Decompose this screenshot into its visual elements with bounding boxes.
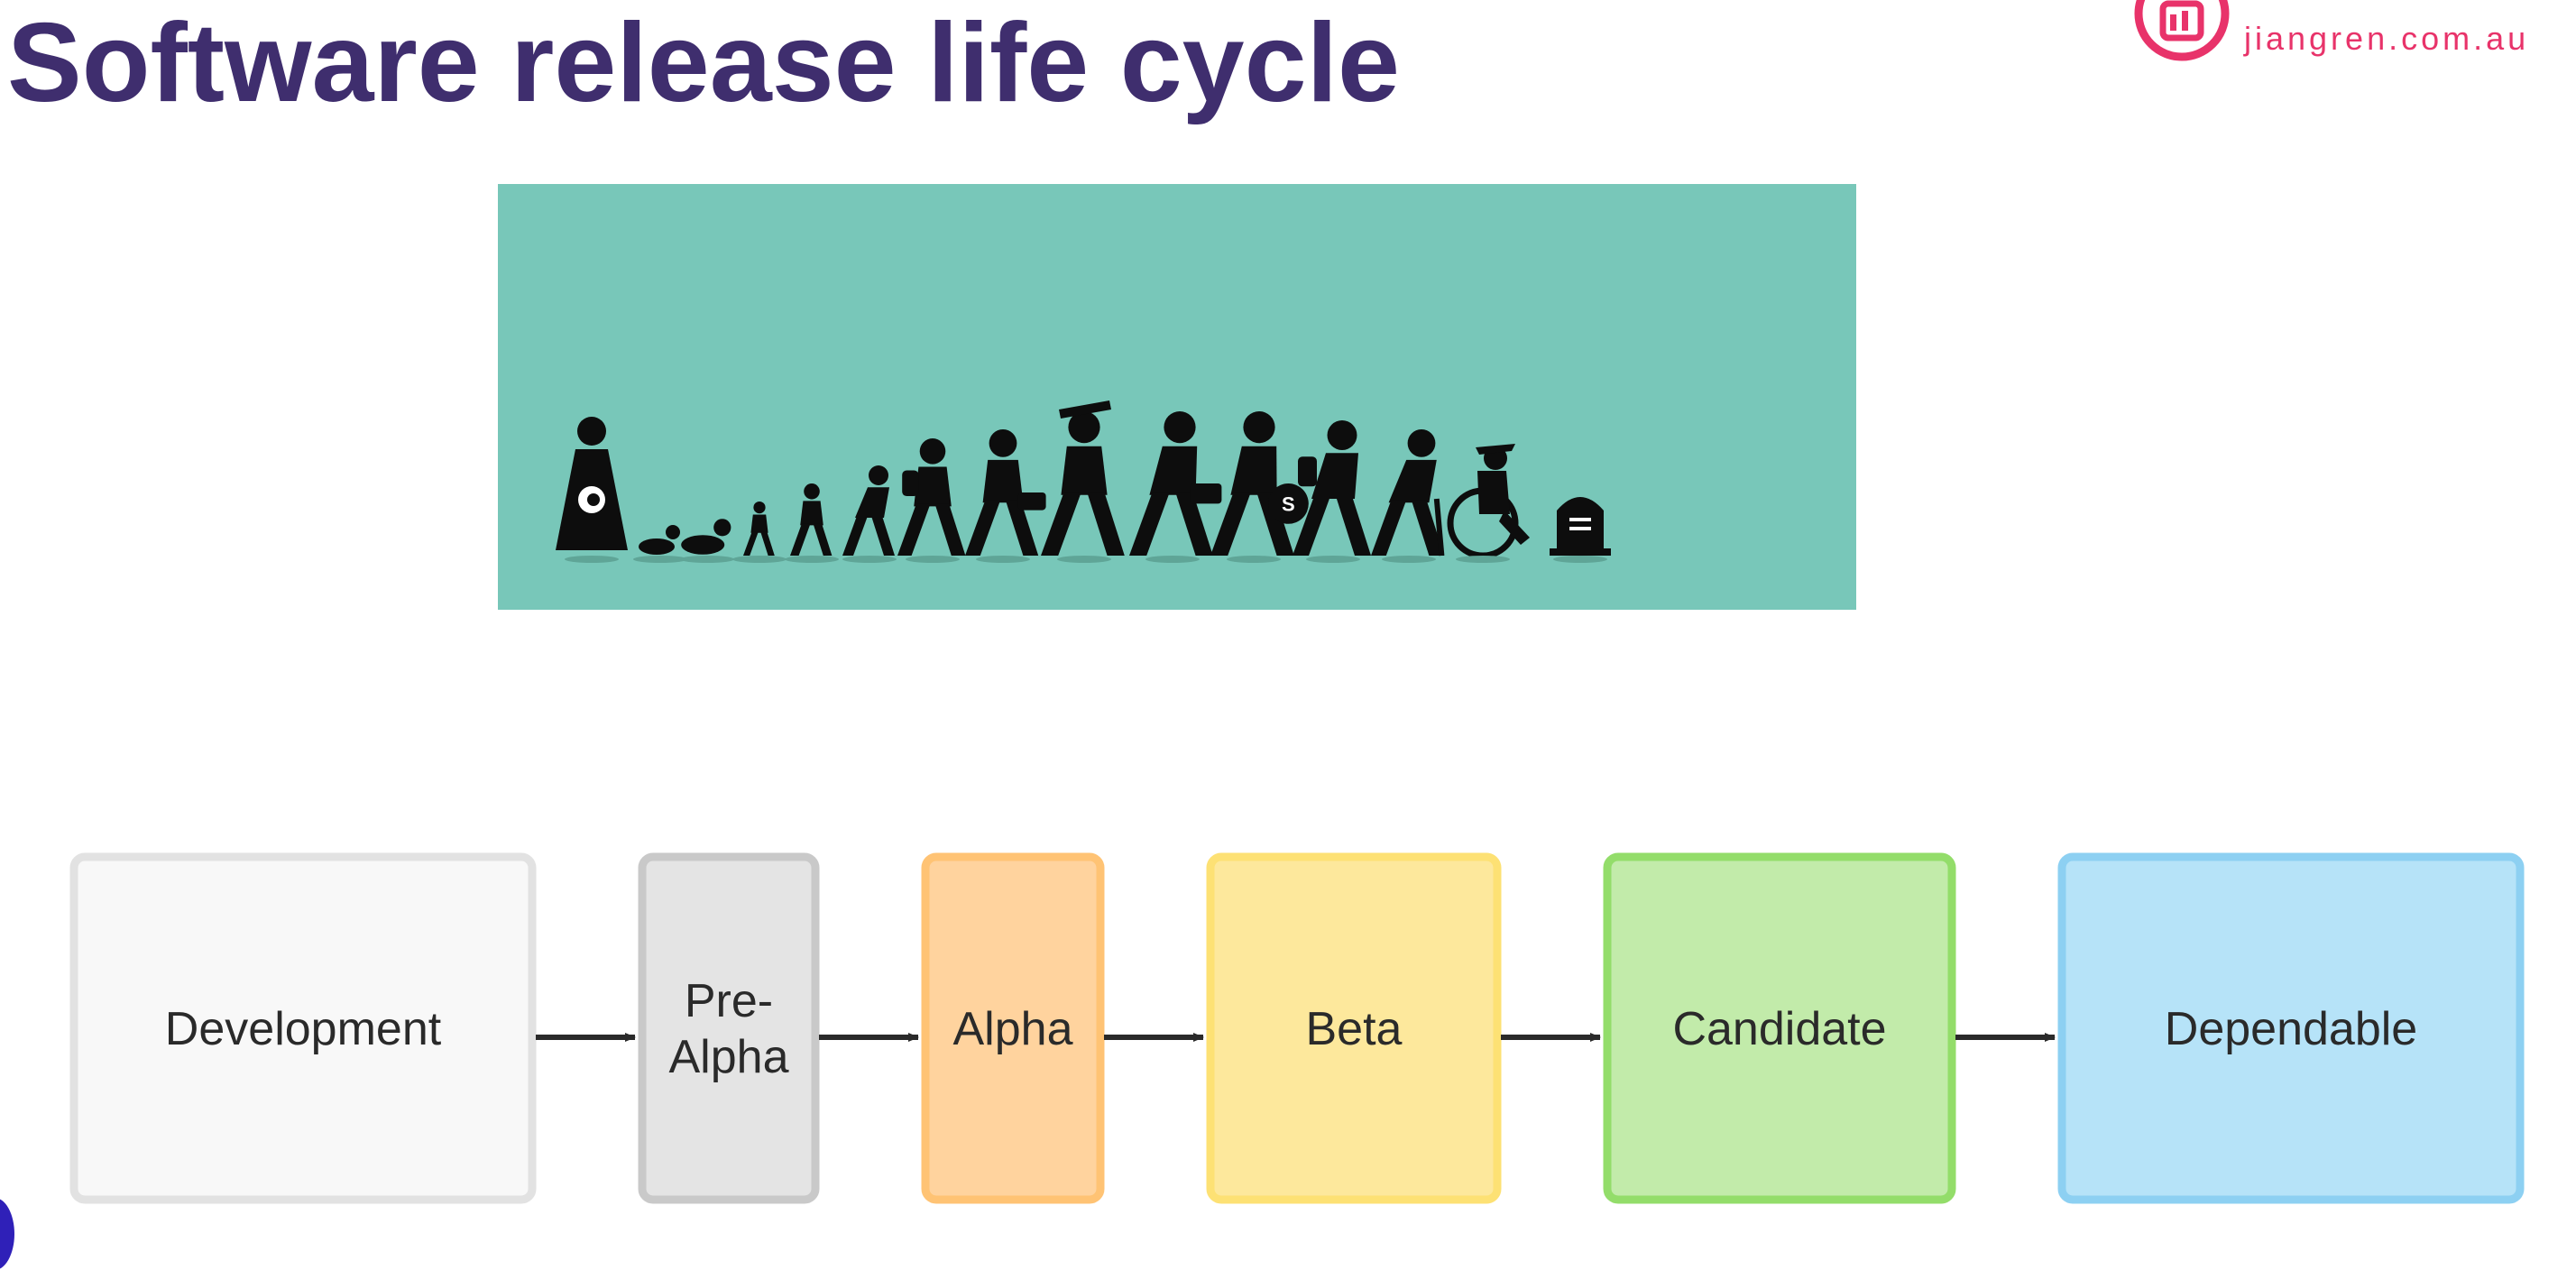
ground-shadow: [1456, 556, 1510, 563]
ground-shadow: [906, 556, 960, 563]
ground-shadow: [1553, 556, 1607, 563]
student-backpack-icon: [897, 438, 966, 556]
stage-label: Alpha: [669, 1031, 789, 1083]
ground-shadow: [1382, 556, 1436, 563]
businessman-briefcase-icon: [1129, 411, 1222, 556]
stage-label: Beta: [1306, 1003, 1403, 1055]
svg-text:S: S: [1282, 492, 1295, 515]
ground-shadow: [785, 556, 839, 563]
ground-shadow: [680, 556, 734, 563]
ground-shadow: [842, 556, 897, 563]
illustration-background: [498, 184, 1856, 610]
stage-label: Pre-: [685, 975, 773, 1027]
crawling-baby-icon: [681, 519, 731, 555]
child-running-icon: [842, 465, 895, 556]
brand-logo[interactable]: jiangren.com.au: [2120, 0, 2576, 63]
stage-box-pre-alpha: Pre-Alpha: [638, 852, 820, 1204]
stage-box-candidate: Candidate: [1603, 852, 1956, 1204]
page-title: Software release life cycle: [7, 1, 1401, 125]
businessman-moneybag-icon: S: [1210, 411, 1309, 556]
stage-label: Alpha: [953, 1003, 1073, 1055]
stage-box-shape: [2057, 852, 2525, 1204]
stage-box-development: Development: [69, 852, 537, 1204]
ground-shadow: [1306, 556, 1360, 563]
elderly-cane-icon: [1371, 429, 1445, 557]
stage-box-dependable: Dependable: [2057, 852, 2525, 1204]
tombstone-icon: [1550, 497, 1611, 556]
stage-box-shape: [1206, 852, 1502, 1204]
stage-label: Development: [165, 1003, 442, 1055]
stage-label: Dependable: [2165, 1003, 2417, 1055]
ground-shadow: [976, 556, 1030, 563]
child-walking-icon: [790, 483, 833, 556]
stage-label: Candidate: [1672, 1003, 1886, 1055]
toddler-icon: [743, 502, 775, 556]
stage-box-beta: Beta: [1206, 852, 1502, 1204]
ground-shadow: [565, 556, 619, 563]
stage-box-shape: [69, 852, 537, 1204]
life-cycle-illustration: S: [498, 184, 1856, 610]
crawling-baby-icon: [639, 525, 680, 555]
ground-shadow: [1145, 556, 1200, 563]
ground-shadow: [633, 556, 687, 563]
logo-text: jiangren.com.au: [2244, 20, 2530, 57]
ground-shadow: [732, 556, 787, 563]
wheelchair-icon: [1447, 444, 1530, 559]
pregnant-woman-icon: [556, 417, 628, 550]
stage-box-alpha: Alpha: [921, 852, 1105, 1204]
worker-briefcase-icon: [965, 429, 1046, 556]
stage-box-shape: [921, 852, 1105, 1204]
jiangren-logo-icon: [2134, 0, 2230, 61]
older-man-icon: [1293, 420, 1371, 556]
stage-box-shape: [1603, 852, 1956, 1204]
ground-shadow: [1057, 556, 1111, 563]
ground-shadow: [1227, 556, 1281, 563]
stage-box-shape: [638, 852, 820, 1204]
graduate-icon: [1041, 400, 1125, 556]
